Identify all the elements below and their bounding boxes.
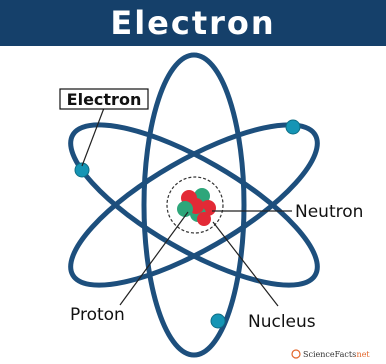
- electron-leader-line: [81, 107, 105, 167]
- neutron-label: Neutron: [295, 202, 363, 222]
- logo-suffix: .net: [354, 350, 370, 359]
- neutron-particle: [177, 201, 193, 217]
- nucleus-leader-line: [212, 221, 279, 307]
- nucleus: [166, 176, 224, 234]
- orbit-vertical: [141, 52, 247, 358]
- electron-bottom: [210, 313, 226, 329]
- title-banner: Electron: [0, 0, 386, 46]
- logo-text: ScienceFacts: [303, 350, 356, 359]
- electron-label: Electron: [67, 90, 142, 109]
- nucleus-label: Nucleus: [248, 312, 316, 332]
- proton-particle: [197, 212, 211, 226]
- electrons: [74, 119, 301, 329]
- electron-label-box: [59, 88, 149, 110]
- electron-top-right: [285, 119, 301, 135]
- page-title: Electron: [110, 4, 276, 42]
- proton-label: Proton: [70, 305, 125, 325]
- atom-logo-icon: [291, 349, 301, 359]
- proton-leader-line: [119, 211, 189, 306]
- orbit-rising: [68, 122, 320, 288]
- orbit-falling: [68, 122, 320, 288]
- leader-lines: [81, 107, 292, 307]
- electron-left: [74, 162, 90, 178]
- sciencefacts-logo: ScienceFacts .net: [291, 349, 370, 359]
- orbits: [68, 52, 320, 358]
